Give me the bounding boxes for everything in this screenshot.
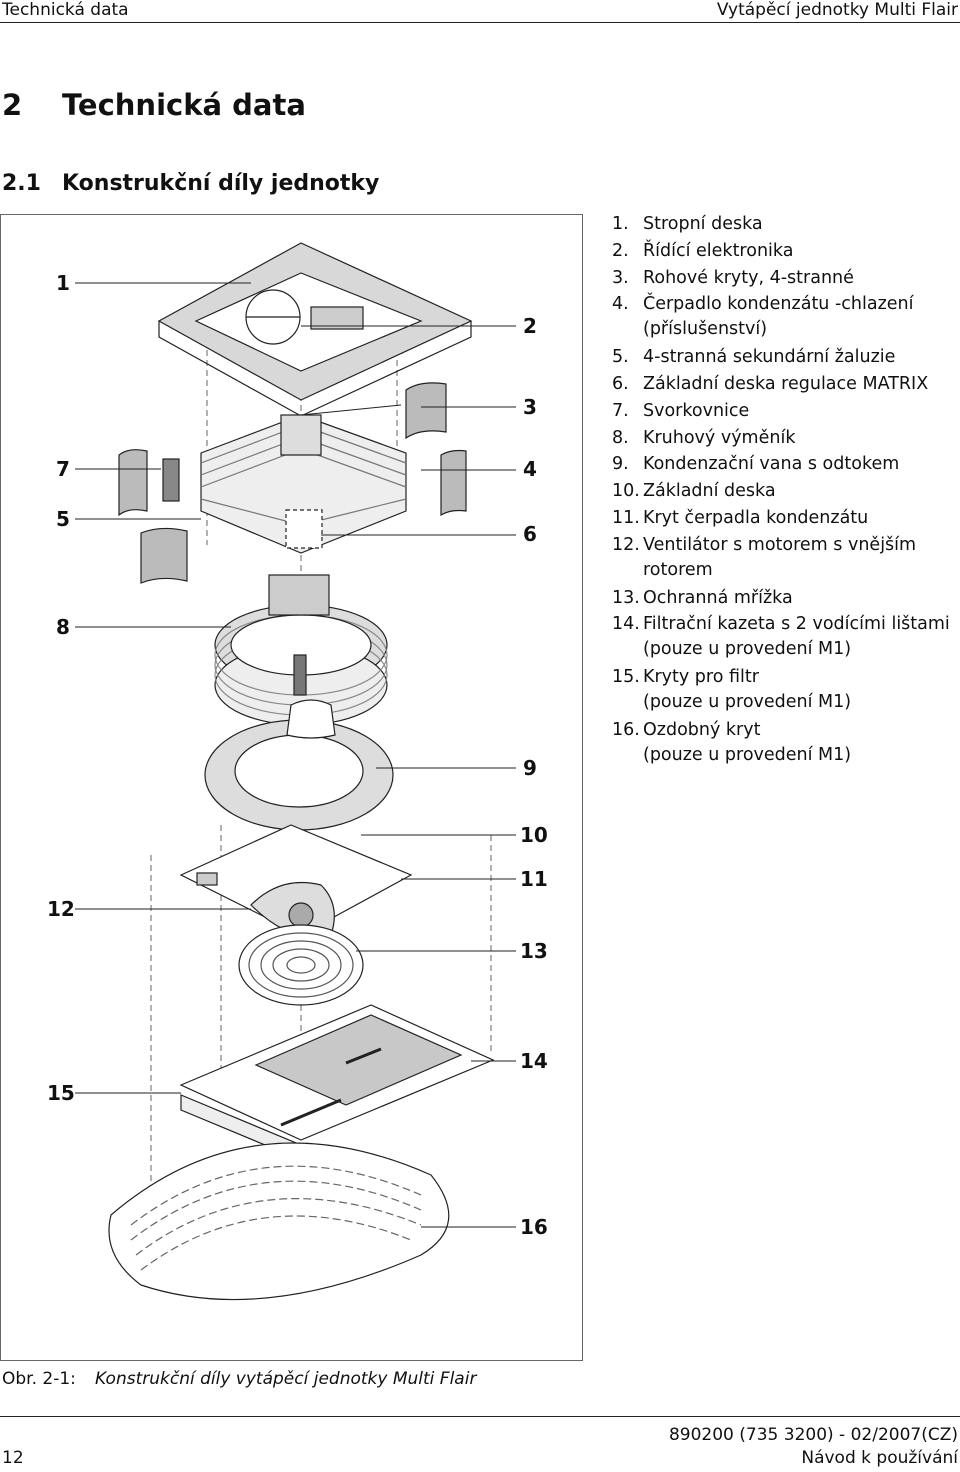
caption-text: Konstrukční díly vytápěcí jednotky Multi… (95, 1369, 477, 1389)
page-header: Technická data Vytápěcí jednotky Multi F… (0, 0, 960, 23)
legend-item: 8.Kruhový výměník (612, 427, 796, 448)
header-left: Technická data (2, 0, 129, 20)
legend-item: 15.Kryty pro filtr(pouze u provedení M1) (612, 667, 852, 712)
callout-14: 14 (520, 1049, 548, 1073)
caption-label: Obr. 2-1: (2, 1369, 76, 1389)
document-type: Návod k používání (801, 1448, 958, 1468)
figure-caption: Obr. 2-1: Konstrukční díly vytápěcí jedno… (2, 1369, 476, 1389)
legend-item: 5.4-stranná sekundární žaluzie (612, 347, 896, 368)
callout-9: 9 (523, 756, 537, 780)
callout-6: 6 (523, 522, 537, 546)
legend-item: 6.Základní deska regulace MATRIX (612, 373, 929, 394)
legend-item: 16.Ozdobný kryt(pouze u provedení M1) (612, 719, 852, 765)
parts-legend: 1.Stropní deska 2.Řídící elektronika 3.R… (612, 211, 960, 770)
callout-7: 7 (56, 457, 70, 481)
section-number: 2.1 (2, 171, 41, 196)
page-footer: 12 890200 (735 3200) - 02/2007(CZ) Návod… (0, 1416, 960, 1468)
document-code: 890200 (735 3200) - 02/2007(CZ) (668, 1425, 958, 1445)
chapter-heading: 2 Technická data (2, 88, 306, 122)
callout-12: 12 (47, 897, 75, 921)
exploded-view-drawing (75, 242, 516, 1301)
callout-4: 4 (523, 457, 537, 481)
callout-11: 11 (520, 867, 548, 891)
legend-item: 3.Rohové kryty, 4-stranné (612, 267, 854, 288)
callout-8: 8 (56, 615, 70, 639)
callout-5: 5 (56, 507, 70, 531)
callout-10: 10 (520, 823, 548, 847)
legend-item: 9.Kondenzační vana s odtokem (612, 454, 900, 475)
callout-2: 2 (523, 314, 537, 338)
callout-16: 16 (520, 1215, 548, 1239)
callout-13: 13 (520, 939, 548, 963)
callout-1: 1 (56, 271, 70, 295)
legend-item: 1.Stropní deska (612, 214, 763, 234)
legend-item: 7.Svorkovnice (612, 400, 750, 421)
header-right: Vytápěcí jednotky Multi Flair (716, 0, 958, 20)
section-title: Konstrukční díly jednotky (62, 171, 380, 196)
section-heading: 2.1 Konstrukční díly jednotky (2, 171, 379, 196)
exploded-view-figure: 1 2 3 4 5 6 7 8 9 10 11 12 13 14 15 16 (0, 214, 583, 1361)
chapter-number: 2 (2, 88, 23, 122)
legend-item: 4.Čerpadlo kondenzátu -chlazení(přísluše… (612, 294, 914, 340)
chapter-title: Technická data (62, 88, 306, 122)
legend-item: 13.Ochranná mřížka (612, 587, 793, 608)
callout-15: 15 (47, 1081, 75, 1105)
callout-3: 3 (523, 395, 537, 419)
page-number: 12 (2, 1448, 24, 1468)
legend-item: 10.Základní deska (612, 481, 776, 502)
legend-item: 14.Filtrační kazeta s 2 vodícími lištami… (612, 614, 950, 660)
legend-item: 2.Řídící elektronika (612, 240, 794, 261)
legend-item: 11.Kryt čerpadla kondenzátu (612, 507, 869, 528)
